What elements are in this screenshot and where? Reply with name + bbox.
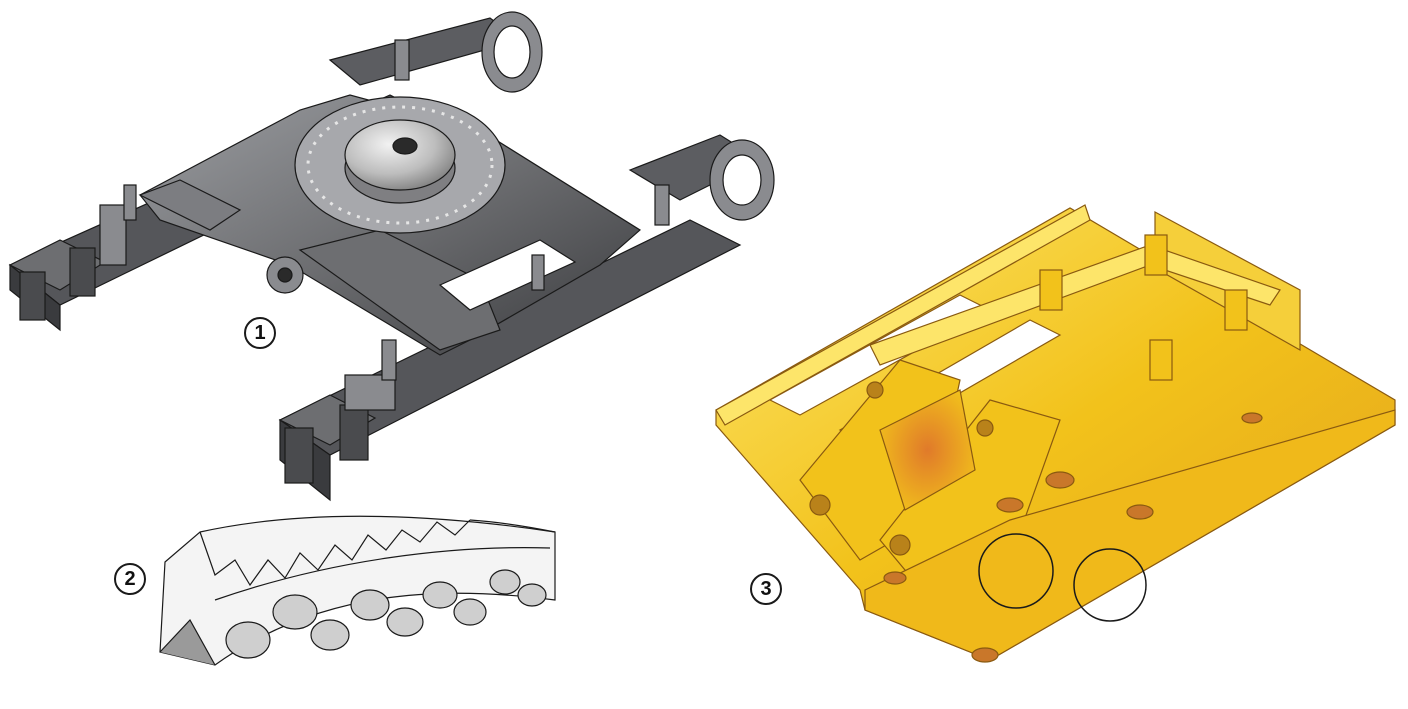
center-leg-rear bbox=[138, 179, 242, 231]
callout-3: 3 bbox=[750, 573, 782, 605]
gear-teeth bbox=[199, 519, 471, 587]
boom-pin-holes bbox=[809, 381, 994, 556]
right-track-clamp bbox=[278, 374, 396, 484]
detail-circle-left bbox=[978, 533, 1054, 609]
counterweight-ledge bbox=[864, 409, 1396, 661]
callout-1: 1 bbox=[244, 317, 276, 349]
upper-structure-frame bbox=[715, 204, 1396, 663]
mount-holes bbox=[883, 471, 1154, 663]
slewing-ring-bearing-section bbox=[159, 515, 556, 666]
front-mount-ring bbox=[628, 134, 775, 221]
center-leg-front bbox=[298, 229, 501, 351]
left-track-clamp bbox=[8, 204, 127, 321]
frame-side-rail bbox=[715, 204, 1091, 426]
detail-circle-right bbox=[1073, 548, 1147, 622]
roller-elements bbox=[225, 569, 547, 659]
callout-2: 2 bbox=[114, 563, 146, 595]
slew-ring-mount bbox=[294, 96, 506, 234]
rear-mount-ring bbox=[481, 11, 543, 93]
undercarriage-frame bbox=[8, 11, 775, 502]
